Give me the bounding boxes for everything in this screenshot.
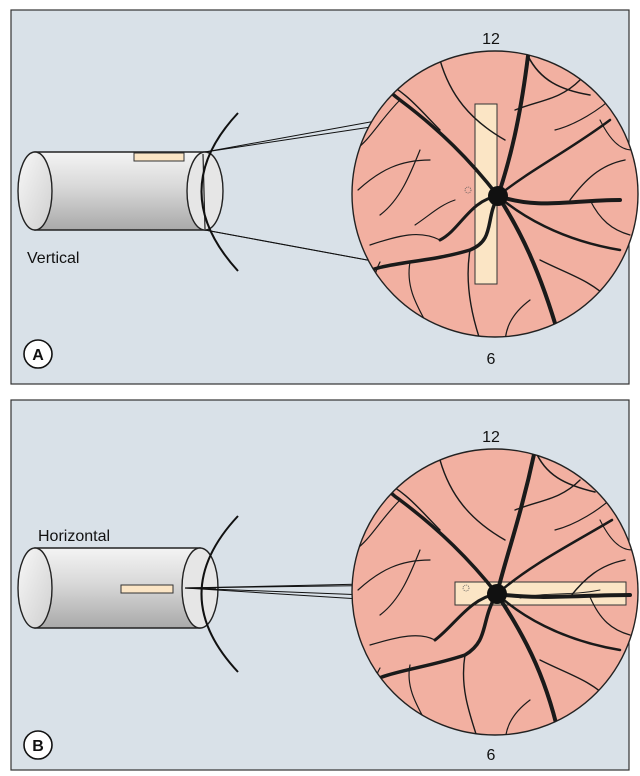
clock-top-label-a: 12 [482, 31, 500, 48]
panel-b: 12 6 Horizontal B [11, 400, 638, 770]
panel-letter-a: A [32, 347, 44, 364]
panel-letter-b: B [32, 738, 44, 755]
orientation-label-a: Vertical [27, 250, 79, 267]
slit-beam-on-lens-a [134, 153, 184, 161]
lens-back-cap-b [18, 548, 52, 628]
orientation-label-b: Horizontal [38, 528, 110, 545]
lens-back-cap-a [18, 152, 52, 230]
lens-cylinder-a [18, 152, 223, 230]
slit-beam-on-lens-b [121, 585, 173, 593]
optic-disc-b [487, 584, 507, 604]
slit-beam-on-fundus-b [455, 582, 626, 605]
panel-a: 12 6 Vertical A [11, 10, 638, 384]
clock-bottom-label-a: 6 [487, 351, 496, 368]
lens-body-b [35, 548, 200, 628]
clock-bottom-label-b: 6 [487, 747, 496, 764]
lens-body-a [35, 152, 205, 230]
optic-disc-a [488, 186, 508, 206]
clock-top-label-b: 12 [482, 429, 500, 446]
